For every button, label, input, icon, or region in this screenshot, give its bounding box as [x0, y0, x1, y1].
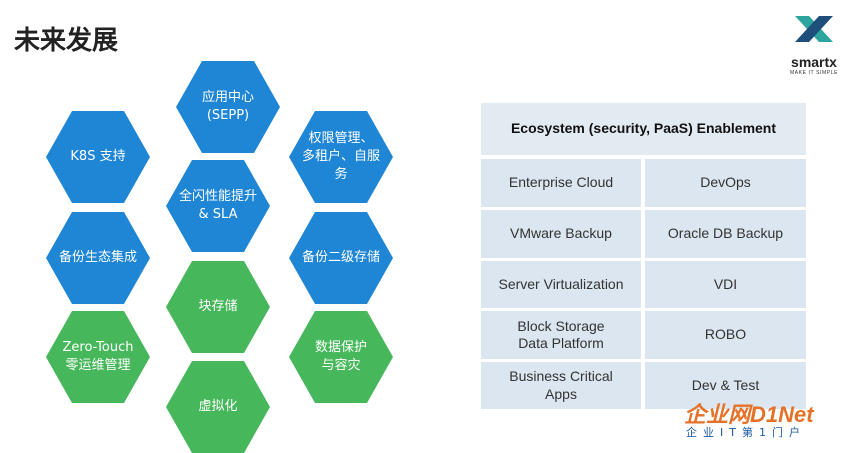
table-cell: Block Storage Data Platform: [481, 311, 641, 359]
hex-data-protect-label: 数据保护 与容灾: [314, 339, 367, 373]
table-cell: DevOps: [645, 159, 806, 207]
hex-k8s: K8S 支持: [46, 111, 150, 203]
hex-rbac-label: 权限管理、 多租户、自服 务: [301, 130, 380, 183]
hex-k8s-label: K8S 支持: [70, 148, 126, 164]
logo-tagline: MAKE IT SIMPLE: [789, 70, 839, 76]
hex-virtualization-label: 虚拟化: [198, 398, 238, 414]
table-cell: Dev & Test: [645, 362, 806, 409]
hex-backup-eco: 备份生态集成: [46, 212, 150, 304]
table-cell: VMware Backup: [481, 210, 641, 258]
hex-flash: 全闪性能提升 & SLA: [166, 160, 270, 252]
table-cell: ROBO: [645, 311, 806, 359]
watermark: 企业网D1Net: [684, 402, 814, 427]
hex-backup-storage-label: 备份二级存储: [301, 249, 380, 265]
watermark-sub: 企业IT第1门户: [686, 426, 806, 439]
hex-virtualization: 虚拟化: [166, 361, 270, 453]
hex-rbac: 权限管理、 多租户、自服 务: [289, 111, 393, 203]
table-header: Ecosystem (security, PaaS) Enablement: [481, 103, 806, 155]
smartx-logo-icon: [795, 16, 833, 42]
logo-name: smartx: [791, 54, 837, 70]
hex-block: 块存储: [166, 261, 270, 353]
hex-zero-touch-label: Zero-Touch 零运维管理: [62, 339, 134, 373]
hex-flash-label: 全闪性能提升 & SLA: [178, 188, 257, 222]
table-cell: VDI: [645, 261, 806, 308]
hex-zero-touch: Zero-Touch 零运维管理: [46, 311, 150, 403]
hex-block-label: 块存储: [198, 298, 238, 314]
hex-sepp: 应用中心 (SEPP): [176, 61, 280, 153]
ecosystem-table: Ecosystem (security, PaaS) Enablement En…: [481, 103, 806, 409]
hex-sepp-label: 应用中心 (SEPP): [201, 89, 254, 123]
table-cell: Business Critical Apps: [481, 362, 641, 409]
page-title: 未来发展: [14, 26, 119, 56]
hex-data-protect: 数据保护 与容灾: [289, 311, 393, 403]
table-cell: Enterprise Cloud: [481, 159, 641, 207]
table-cell: Server Virtualization: [481, 261, 641, 308]
hex-backup-storage: 备份二级存储: [289, 212, 393, 304]
table-cell: Oracle DB Backup: [645, 210, 806, 258]
hex-backup-eco-label: 备份生态集成: [58, 249, 137, 265]
